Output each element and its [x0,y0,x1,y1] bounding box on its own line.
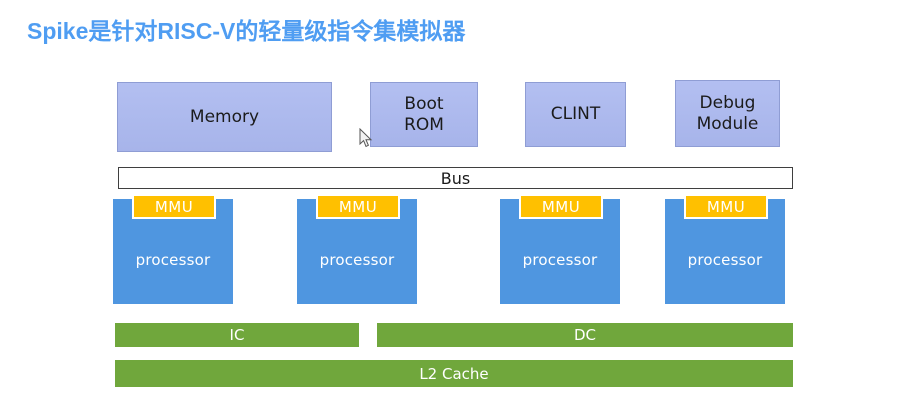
debug-module-box-label: Debug Module [697,93,759,135]
debug-module-line-1: Debug [699,92,756,113]
mmu-badge-3: MMU [519,194,603,219]
mmu-badge-label-3: MMU [541,197,581,216]
mmu-badge-label-1: MMU [154,197,194,216]
l2-cache-bar: L2 Cache [115,360,793,387]
mmu-badge-4: MMU [684,194,768,219]
clint-box: CLINT [525,82,626,147]
mmu-badge-1: MMU [132,194,216,219]
clint-box-label: CLINT [550,104,601,124]
memory-box: Memory [117,82,332,152]
ic-cache-bar: IC [115,323,359,347]
processor-label-2: processor [319,251,395,269]
debug-module-line-2: Module [696,113,759,134]
bus-bar-label: Bus [440,168,471,188]
debug-module-box: Debug Module [675,80,780,147]
memory-box-label: Memory [189,106,260,127]
ic-cache-label: IC [229,326,245,344]
processor-box-2: MMU processor [297,194,417,304]
processor-box-1: MMU processor [113,194,233,304]
page-title: Spike是针对RISC-V的轻量级指令集模拟器 [27,18,466,44]
boot-rom-line-2: ROM [404,114,444,135]
processor-box-3: MMU processor [500,194,620,304]
boot-rom-box-label: Boot ROM [404,94,444,136]
l2-cache-label: L2 Cache [419,364,489,383]
boot-rom-line-1: Boot [404,93,444,114]
processor-box-4: MMU processor [665,194,785,304]
mmu-badge-label-4: MMU [706,197,746,216]
mmu-badge-label-2: MMU [338,197,378,216]
mmu-badge-2: MMU [316,194,400,219]
processor-label-1: processor [135,251,211,269]
boot-rom-box: Boot ROM [370,82,478,147]
dc-cache-bar: DC [377,323,793,347]
processor-label-4: processor [687,251,763,269]
bus-bar: Bus [118,167,793,189]
processor-label-3: processor [522,251,598,269]
dc-cache-label: DC [573,326,597,344]
